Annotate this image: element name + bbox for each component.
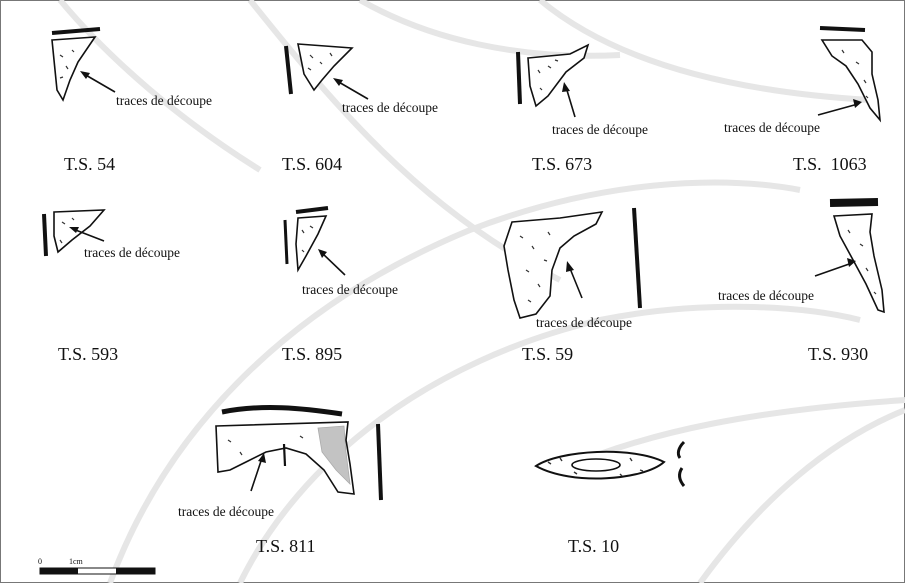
specimen-ts54-drawing	[51, 27, 116, 102]
specimen-label-ts673: T.S. 673	[532, 154, 593, 174]
specimen-ts604-drawing	[284, 43, 369, 100]
specimen-label-ts895: T.S. 895	[282, 344, 343, 364]
annotation-ts54: traces de découpe	[116, 93, 212, 108]
scale-zero-label: 0	[38, 557, 42, 566]
specimen-label-ts54: T.S. 54	[64, 154, 116, 174]
specimen-label-ts811: T.S. 811	[256, 536, 316, 556]
specimen-ts895-drawing	[283, 206, 346, 276]
specimen-ts10-drawing	[534, 440, 686, 487]
specimen-ts673-drawing	[516, 43, 590, 118]
specimen-label-ts930: T.S. 930	[808, 344, 869, 364]
annotation-ts59: traces de découpe	[536, 315, 632, 330]
specimen-ts1063-drawing	[817, 26, 882, 123]
annotation-ts811: traces de découpe	[178, 504, 274, 519]
annotation-ts604: traces de découpe	[342, 100, 438, 115]
specimen-label-ts59: T.S. 59	[522, 344, 574, 364]
annotation-ts593: traces de découpe	[84, 245, 180, 260]
specimen-label-ts593: T.S. 593	[58, 344, 119, 364]
annotation-ts930: traces de découpe	[718, 288, 814, 303]
specimen-label-ts604: T.S. 604	[282, 154, 343, 174]
specimen-ts593-drawing	[42, 209, 106, 257]
annotation-ts1063: traces de découpe	[724, 120, 820, 135]
specimen-ts59-drawing	[503, 207, 642, 319]
specimen-label-ts10: T.S. 10	[568, 536, 620, 556]
scale-bar	[39, 567, 156, 575]
specimen-ts811-drawing	[215, 405, 383, 501]
specimen-ts930-drawing	[814, 198, 885, 314]
annotation-ts673: traces de découpe	[552, 122, 648, 137]
specimen-label-ts1063: T.S. 1063	[793, 154, 867, 174]
scale-unit-label: 1cm	[69, 557, 83, 566]
annotation-ts895: traces de découpe	[302, 282, 398, 297]
